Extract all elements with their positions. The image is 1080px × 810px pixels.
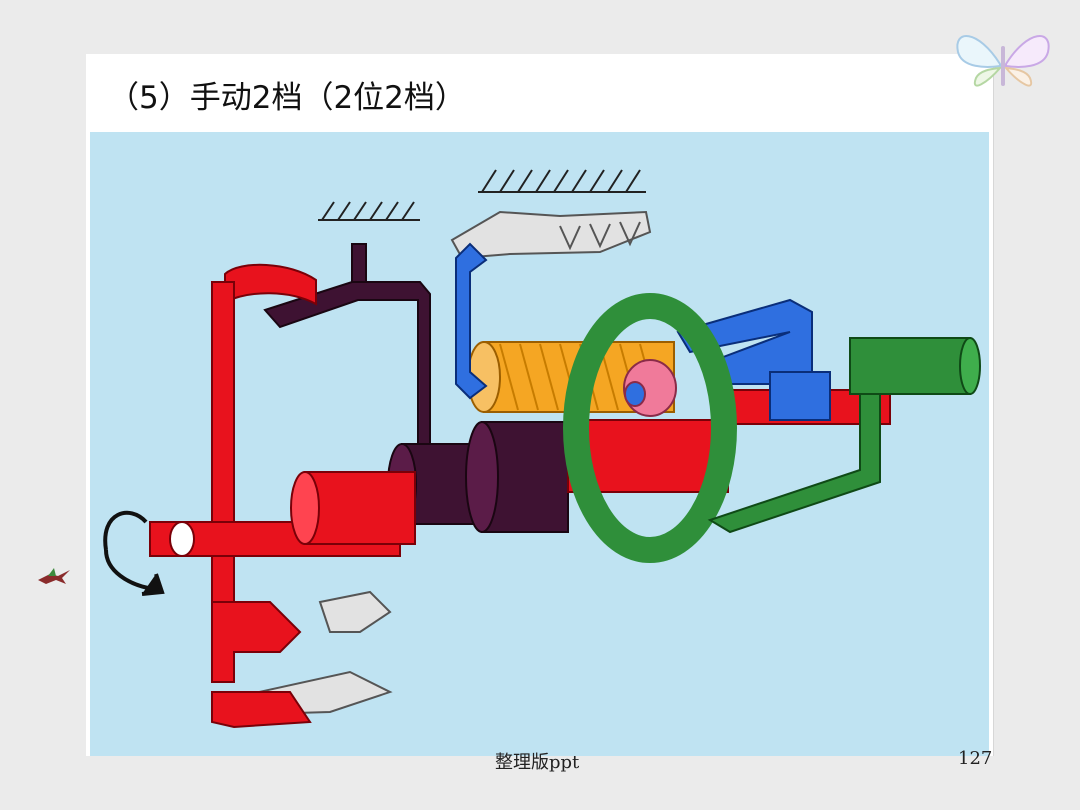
- transmission-diagram: [90, 132, 989, 756]
- ground-hatch-left: [318, 201, 420, 221]
- ground-hatch-right: [478, 169, 646, 193]
- page-number: 127: [958, 748, 993, 769]
- brake-member: [263, 243, 569, 533]
- output-shaft: [707, 337, 981, 534]
- ring-gear: [563, 293, 737, 563]
- butterfly-icon: [956, 35, 1050, 87]
- slide-title: （5）手动2档（2位2档）: [108, 80, 466, 116]
- footer-text: 整理版ppt: [495, 752, 580, 773]
- bird-icon: [38, 568, 70, 584]
- brake-band-upper: [450, 210, 652, 260]
- brake-band-lower: [248, 590, 393, 716]
- rotation-arrow-icon: [103, 510, 165, 596]
- planetary-gear-illustration: [103, 169, 981, 729]
- planet-gear: [623, 359, 677, 417]
